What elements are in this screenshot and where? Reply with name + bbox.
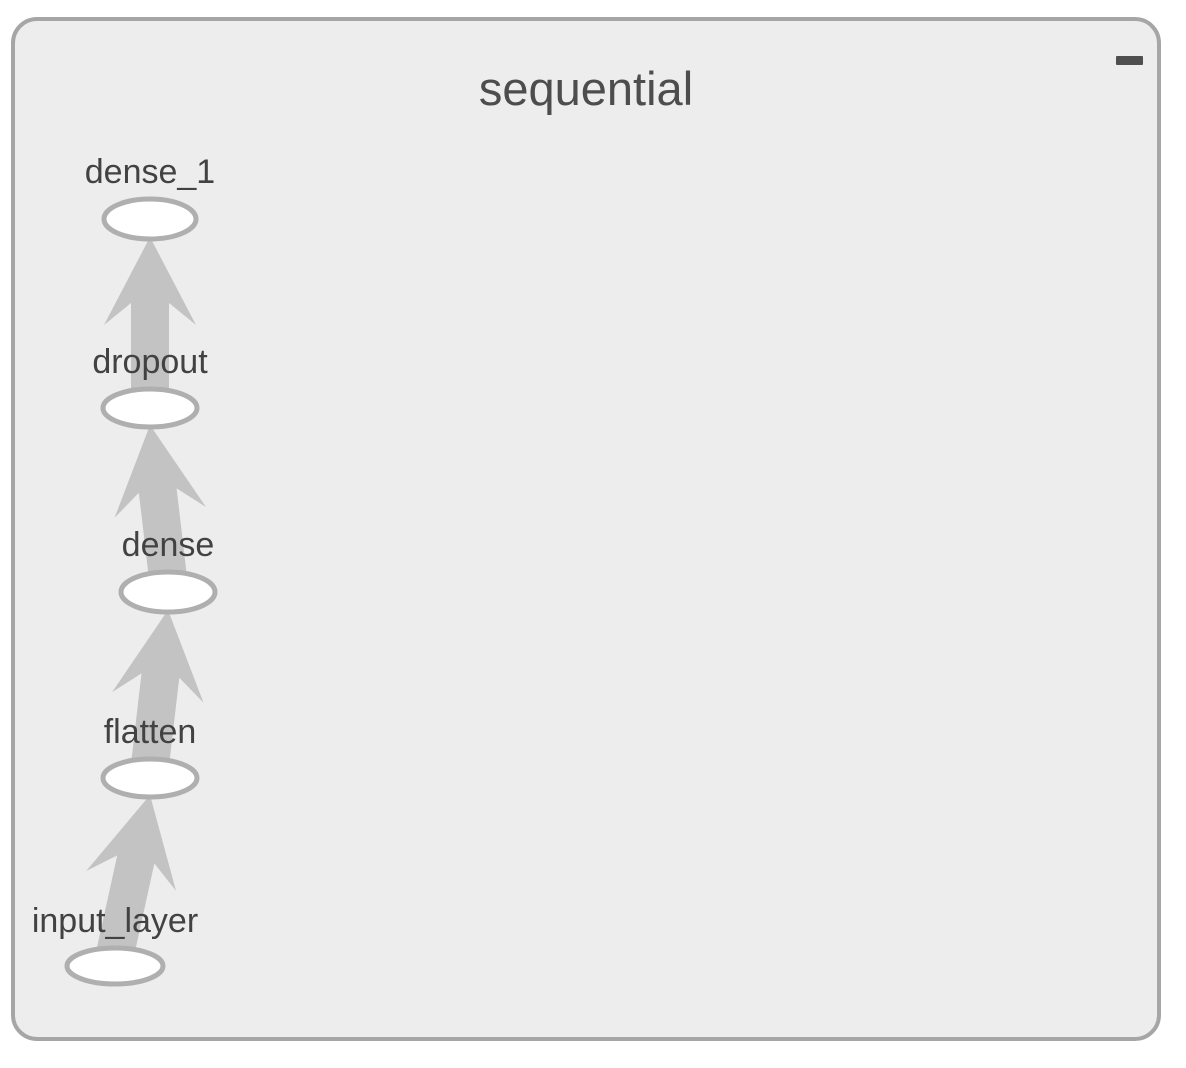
collapse-button[interactable] bbox=[1107, 47, 1151, 73]
graph-node-ellipse[interactable] bbox=[64, 945, 166, 987]
graph-node-label: dense_1 bbox=[85, 153, 215, 191]
graph-edge-dense-to-dropout[interactable] bbox=[114, 425, 206, 581]
graph-node-label: flatten bbox=[104, 713, 197, 751]
graph-node-input_layer[interactable]: input_layer bbox=[32, 902, 198, 987]
graph-node-label: dropout bbox=[92, 343, 208, 381]
graph-node-flatten[interactable]: flatten bbox=[100, 713, 200, 800]
minus-icon bbox=[1115, 55, 1143, 65]
graph-node-dropout[interactable]: dropout bbox=[92, 343, 208, 430]
graph-node-ellipse[interactable] bbox=[118, 569, 218, 615]
nodes-layer: input_layer flatten dense dropout dense_1 bbox=[32, 153, 218, 987]
group-node-title: sequential bbox=[478, 62, 694, 115]
graph-edge-dropout-to-dense_1[interactable] bbox=[104, 237, 196, 395]
graph-edge-flatten-to-dense[interactable] bbox=[112, 610, 204, 768]
graph-node-label: dense bbox=[122, 526, 215, 564]
graph-node-ellipse[interactable] bbox=[100, 756, 200, 800]
graph-edge-input_layer-to-flatten[interactable] bbox=[86, 795, 177, 959]
graph-node-dense_1[interactable]: dense_1 bbox=[85, 153, 215, 242]
graph-node-label: input_layer bbox=[32, 902, 198, 940]
graph-node-dense[interactable]: dense bbox=[118, 526, 218, 615]
sequential-group-node[interactable]: sequential bbox=[11, 17, 1161, 1041]
edges-layer bbox=[86, 237, 206, 959]
graph-node-ellipse[interactable] bbox=[100, 386, 200, 430]
graph-node-ellipse[interactable] bbox=[101, 196, 199, 242]
